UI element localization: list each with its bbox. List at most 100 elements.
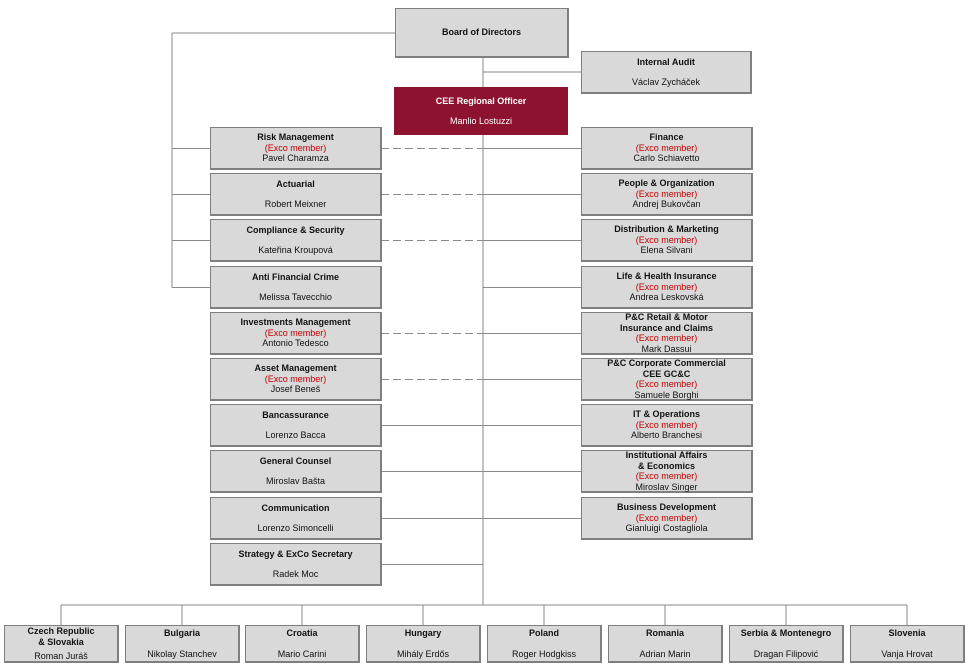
person-name: Robert Meixner: [264, 199, 327, 209]
unit-title: Slovenia: [888, 628, 926, 638]
person-name: Pavel Charamza: [262, 153, 329, 164]
right-unit-box[interactable]: Finance(Exco member)Carlo Schiavetto: [581, 127, 753, 170]
person-name: Gianluigi Costagliola: [625, 523, 708, 534]
person-name: Mario Carini: [277, 648, 327, 659]
person-name: Alberto Branchesi: [630, 430, 703, 441]
unit-title: Business Development: [616, 502, 717, 513]
exco-badge: (Exco member): [635, 333, 698, 343]
person-name: Lorenzo Simoncelli: [257, 523, 334, 533]
person-name: Samuele Borghi: [634, 389, 699, 400]
right-unit-box[interactable]: IT & Operations(Exco member)Alberto Bran…: [581, 404, 753, 447]
left-unit-box[interactable]: Asset Management(Exco member)Josef Beneš: [210, 358, 382, 401]
person-name: Václav Zycháček: [631, 77, 701, 87]
person-name: Nikolay Stanchev: [147, 648, 217, 659]
right-unit-box[interactable]: People & Organization(Exco member)Andrej…: [581, 173, 753, 216]
person-name: Kateřina Kroupová: [258, 245, 333, 255]
right-unit-box[interactable]: Institutional Affairs & Economics(Exco m…: [581, 450, 753, 493]
person-name: Adrian Marin: [639, 648, 691, 659]
person-name: Elena Silvani: [640, 245, 693, 256]
unit-title: People & Organization: [618, 178, 715, 189]
person-name: Radek Moc: [272, 569, 319, 579]
person-name: Andrej Bukovčan: [632, 199, 701, 210]
unit-title: CEE Regional Officer: [435, 95, 527, 106]
person-name: Dragan Filipović: [753, 648, 819, 659]
person-name: Vanja Hrovat: [881, 648, 933, 659]
unit-title: Asset Management: [254, 363, 337, 374]
unit-title: P&C Retail & Motor Insurance and Claims: [619, 312, 714, 333]
person-name: Miroslav Singer: [635, 481, 698, 492]
unit-title: P&C Corporate Commercial CEE GC&C: [607, 358, 726, 379]
person-name: Mark Dassui: [641, 343, 692, 354]
unit-title: Croatia: [286, 628, 318, 638]
unit-title: Czech Republic & Slovakia: [27, 626, 95, 647]
person-name: Manlio Lostuzzi: [449, 116, 513, 126]
person-name: Josef Beneš: [270, 384, 321, 395]
unit-title: Strategy & ExCo Secretary: [238, 548, 353, 559]
unit-title: Romania: [645, 628, 684, 638]
person-name: Mihály Erdős: [396, 648, 450, 659]
person-name: Antonio Tedesco: [262, 338, 329, 349]
exco-badge: (Exco member): [635, 471, 698, 481]
unit-title: Risk Management: [257, 132, 334, 143]
person-name: Roman Juráš: [34, 650, 88, 661]
unit-title: Distribution & Marketing: [614, 224, 719, 235]
unit-title: Life & Health Insurance: [616, 271, 717, 282]
left-unit-box[interactable]: Investments Management(Exco member)Anton…: [210, 312, 382, 355]
unit-title: Internal Audit: [637, 56, 695, 67]
exco-badge: (Exco member): [264, 327, 327, 338]
unit-title: Bulgaria: [163, 628, 200, 638]
unit-title: General Counsel: [259, 455, 332, 466]
person-name: Carlo Schiavetto: [633, 153, 700, 164]
exco-badge: (Exco member): [635, 512, 698, 523]
person-name: Miroslav Bašta: [265, 476, 326, 486]
person-name: Roger Hodgkiss: [511, 648, 577, 659]
unit-title: Serbia & Montenegro: [740, 628, 832, 638]
unit-title: Bancassurance: [262, 409, 329, 420]
exco-badge: (Exco member): [635, 188, 698, 199]
right-unit-box[interactable]: Life & Health Insurance(Exco member)Andr…: [581, 266, 753, 309]
unit-title: Investments Management: [240, 317, 351, 328]
right-unit-box[interactable]: Business Development(Exco member)Gianlui…: [581, 497, 753, 540]
unit-title: Anti Financial Crime: [251, 271, 340, 282]
exco-badge: (Exco member): [635, 234, 698, 245]
unit-title: IT & Operations: [632, 409, 700, 420]
person-name: Lorenzo Bacca: [265, 430, 326, 440]
exco-badge: (Exco member): [264, 142, 327, 153]
unit-title: Hungary: [404, 628, 442, 638]
board-of-directors-box[interactable]: Board of Directors: [395, 8, 569, 58]
unit-title: Institutional Affairs & Economics: [625, 450, 708, 471]
unit-title: Communication: [261, 502, 330, 513]
exco-badge: (Exco member): [264, 373, 327, 384]
unit-title: Board of Directors: [441, 27, 521, 38]
right-unit-box[interactable]: P&C Retail & Motor Insurance and Claims(…: [581, 312, 753, 355]
unit-title: Compliance & Security: [246, 224, 345, 235]
exco-badge: (Exco member): [635, 419, 698, 430]
exco-badge: (Exco member): [635, 142, 698, 153]
unit-title: Finance: [649, 132, 684, 143]
person-name: Melissa Tavecchio: [259, 292, 332, 302]
exco-badge: (Exco member): [635, 281, 698, 292]
person-name: Andrea Leskovská: [629, 292, 704, 303]
right-unit-box[interactable]: P&C Corporate Commercial CEE GC&C(Exco m…: [581, 358, 753, 401]
left-unit-box[interactable]: Risk Management(Exco member)Pavel Charam…: [210, 127, 382, 170]
right-unit-box[interactable]: Distribution & Marketing(Exco member)Ele…: [581, 219, 753, 262]
exco-badge: (Exco member): [635, 379, 698, 389]
